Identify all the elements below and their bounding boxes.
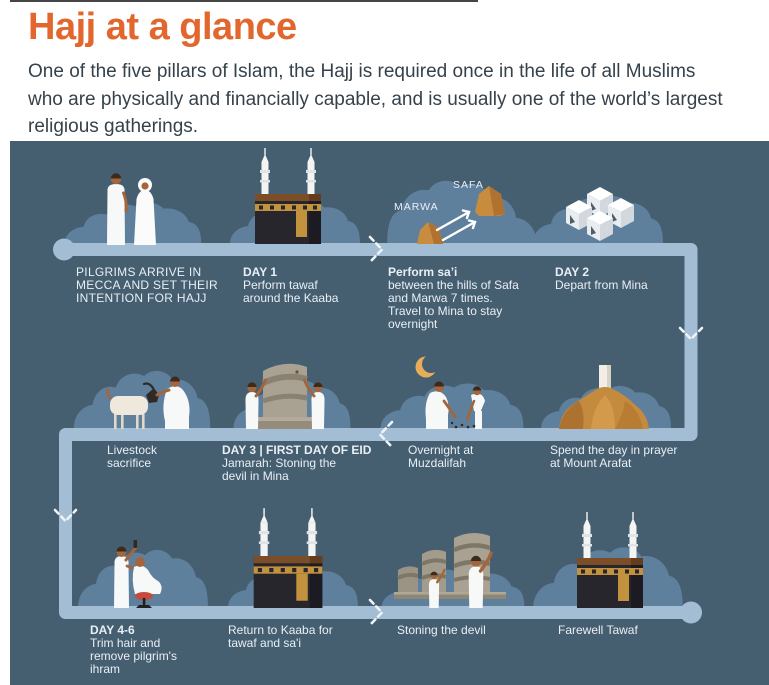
pilgrims-couple-illustration [107, 173, 156, 245]
step-title: DAY 1 [243, 265, 278, 279]
step-body: Perform tawaf around the Kaaba [243, 277, 339, 305]
intro-paragraph: One of the five pillars of Islam, the Ha… [28, 61, 723, 138]
step-caption-sacrifice: Livestock sacrifice [107, 444, 297, 470]
step-body: Jamarah: Stoning the devil in Mina [222, 455, 337, 483]
step-body: Depart from Mina [555, 277, 648, 292]
chevron-right-icon [368, 598, 384, 627]
step-body: Stoning the devil [397, 623, 486, 637]
step-caption-stoning: Stoning the devil [397, 624, 587, 637]
mount-arafat-illustration [559, 365, 649, 429]
page-title: Hajj at a glance [28, 6, 297, 48]
step-caption-arrive: PILGRIMS ARRIVE IN MECCA AND SET THEIR I… [76, 266, 241, 305]
muzdalifah-night-illustration [415, 355, 485, 429]
chevron-down-icon [53, 508, 78, 523]
step-body: Spend the day in prayer at Mount Arafat [550, 443, 678, 470]
step-body: Return to Kaaba for tawaf and sa'i [228, 623, 333, 650]
three-pillars-illustration [394, 532, 506, 610]
chevron-down-icon [678, 326, 704, 341]
step-caption-arafat: Spend the day in prayer at Mount Arafat [550, 444, 740, 470]
step-caption-farewell: Farewell Tawaf [558, 624, 748, 637]
step-body: Livestock sacrifice [107, 443, 158, 470]
safa-marwa-illustration: MARWA SAFA [394, 179, 505, 244]
timeline-end-dot [680, 601, 702, 624]
jamarah-wall-illustration [243, 363, 327, 431]
timeline-start-dot [53, 238, 75, 261]
step-body: PILGRIMS ARRIVE IN MECCA AND SET THEIR I… [76, 265, 218, 305]
hajj-timeline-panel: MARWA SAFA [10, 141, 769, 685]
top-divider [10, 0, 478, 2]
step-title: DAY 3 | FIRST DAY OF EID [222, 443, 372, 457]
kaaba-illustration [577, 512, 643, 608]
step-body: Overnight at Muzdalifah [408, 443, 474, 470]
livestock-sacrifice-illustration [106, 376, 190, 429]
step-caption-day46: DAY 4-6 Trim hair and remove pilgrim's i… [90, 624, 280, 676]
step-title: Perform sa’i [388, 265, 458, 279]
kaaba-illustration [255, 148, 321, 244]
kaaba-illustration [254, 508, 323, 608]
step-caption-day2: DAY 2 Depart from Mina [555, 266, 745, 292]
marwa-label: MARWA [394, 201, 439, 213]
chevron-right-icon [368, 235, 384, 264]
step-caption-sai: Perform sa’i between the hills of Safa a… [388, 266, 578, 331]
step-caption-return: Return to Kaaba for tawaf and sa'i [228, 624, 418, 650]
chevron-left-icon [378, 420, 394, 449]
step-caption-muzdalifah: Overnight at Muzdalifah [408, 444, 598, 470]
header: Hajj at a glance One of the five pillars… [28, 6, 749, 141]
step-title: DAY 4-6 [90, 623, 135, 637]
step-title: DAY 2 [555, 265, 590, 279]
hair-trim-illustration [114, 540, 162, 608]
timeline-graphic: MARWA SAFA [53, 141, 704, 627]
step-body: between the hills of Safa and Marwa 7 ti… [388, 277, 519, 331]
step-caption-day3: DAY 3 | FIRST DAY OF EID Jamarah: Stonin… [222, 444, 412, 483]
step-body: Trim hair and remove pilgrim's ihram [90, 635, 177, 676]
step-caption-day1: DAY 1 Perform tawaf around the Kaaba [243, 266, 433, 305]
step-body: Farewell Tawaf [558, 623, 638, 637]
timeline-path [59, 243, 698, 619]
safa-label: SAFA [453, 179, 484, 191]
